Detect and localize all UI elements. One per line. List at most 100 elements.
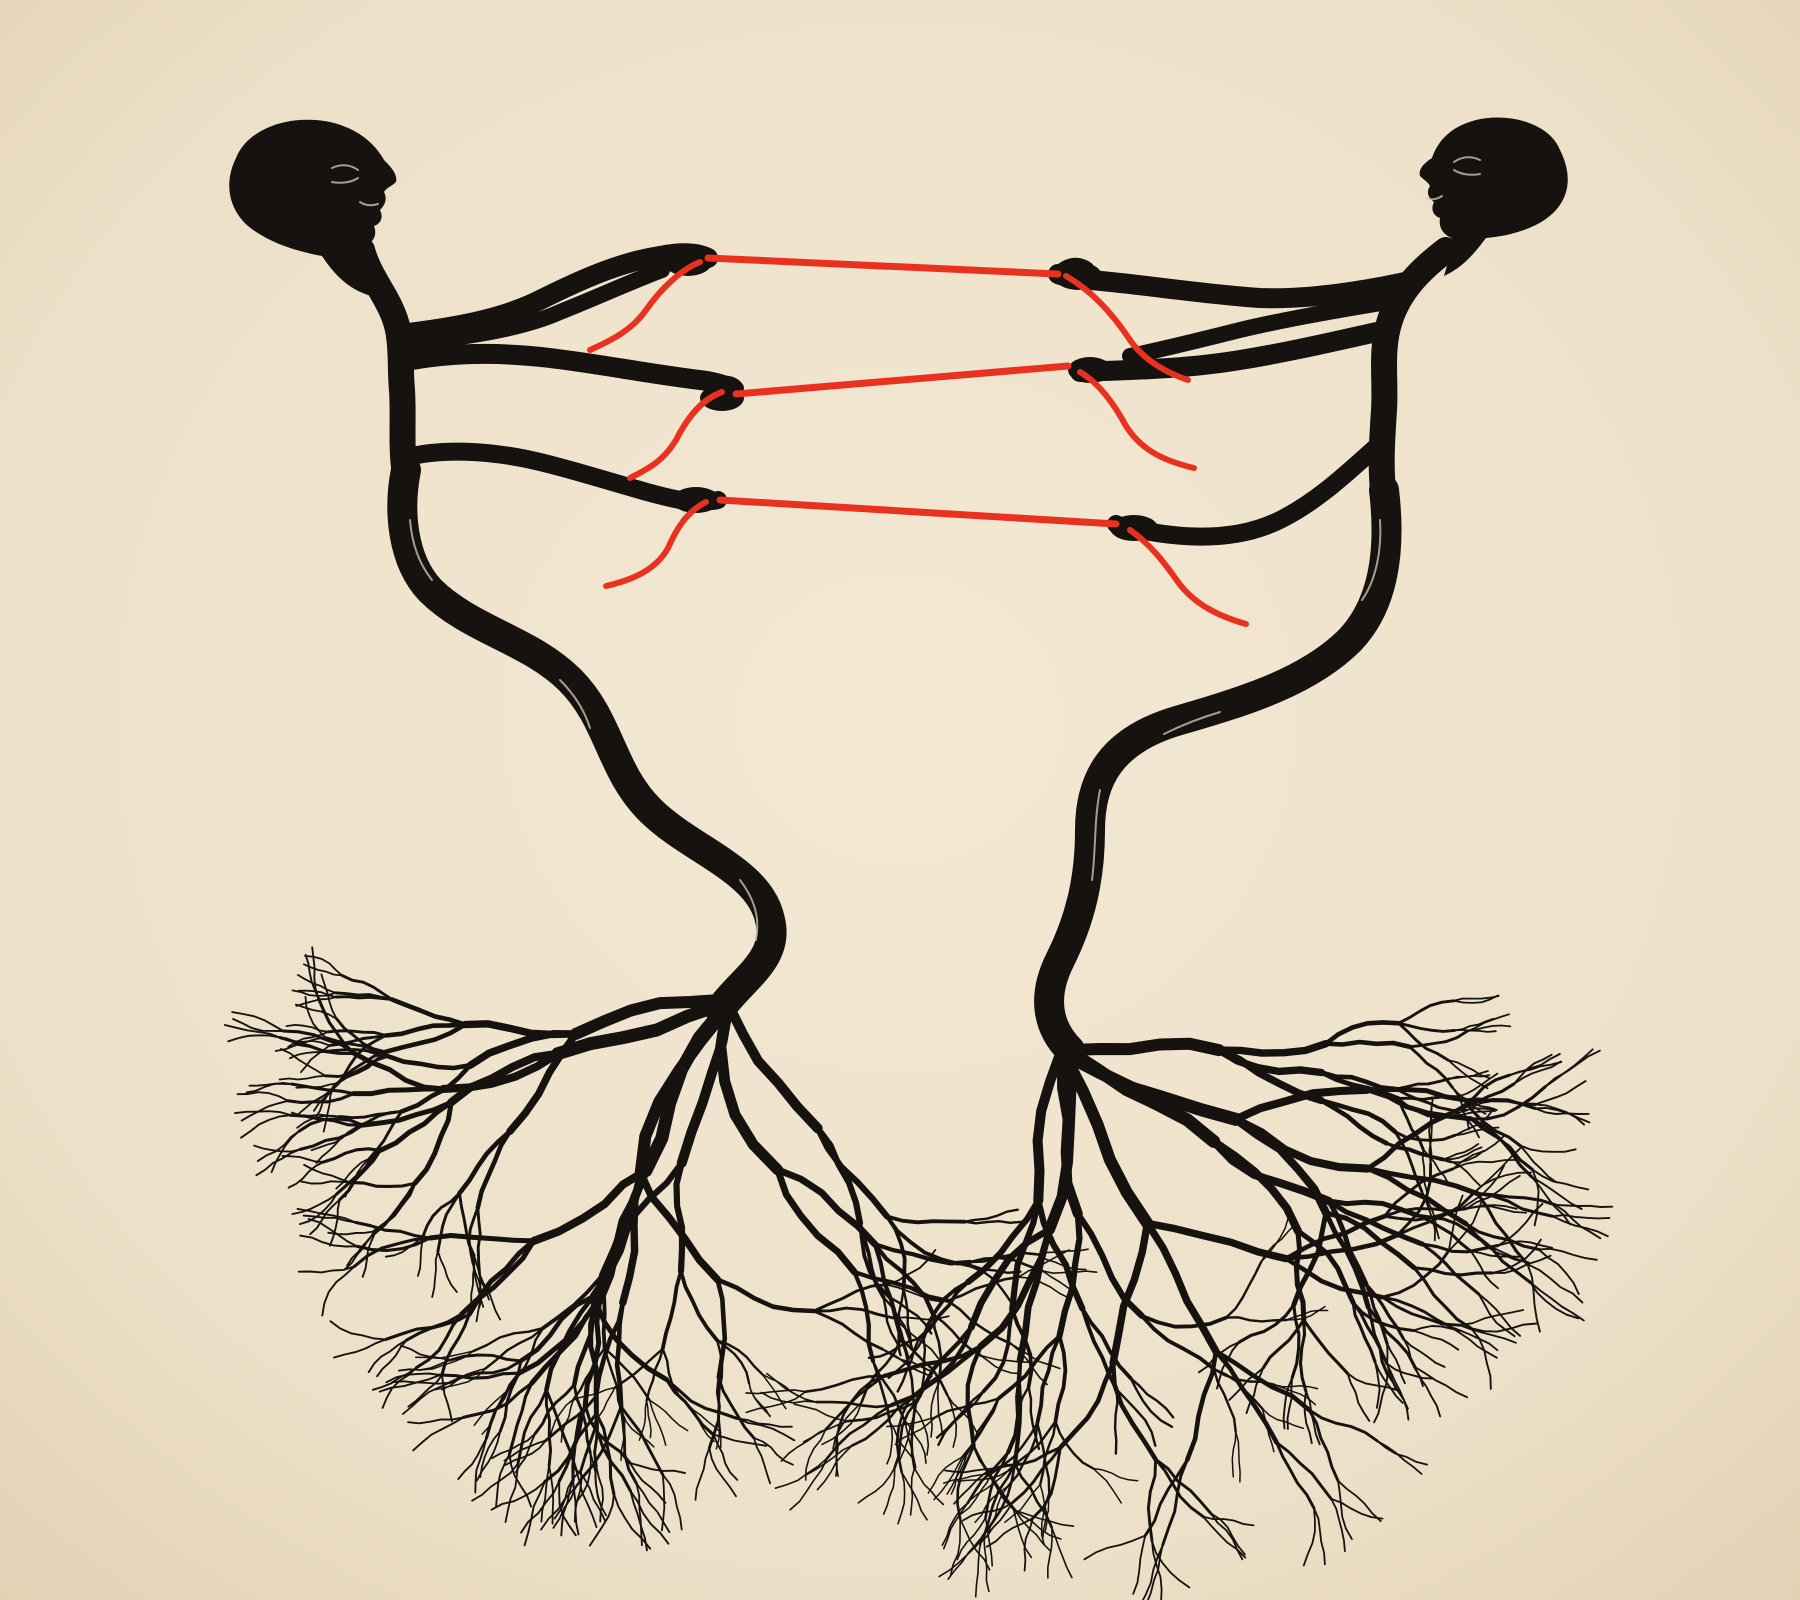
root-branch bbox=[619, 1405, 665, 1477]
root-branch bbox=[1132, 1534, 1147, 1595]
root-branch bbox=[1544, 1049, 1601, 1088]
root-branch bbox=[1139, 1314, 1216, 1371]
root-branch bbox=[504, 1439, 547, 1466]
root-branch bbox=[378, 1374, 441, 1393]
red-threads bbox=[587, 254, 1249, 627]
root-branch bbox=[927, 1455, 964, 1494]
root-branch bbox=[320, 973, 338, 1020]
root-branch bbox=[968, 1251, 1039, 1264]
root-branch bbox=[1397, 1021, 1456, 1033]
root-branch bbox=[383, 1022, 468, 1038]
root-branch bbox=[716, 1339, 764, 1376]
right-head bbox=[1419, 117, 1568, 276]
root-branch bbox=[1442, 1146, 1483, 1161]
root-branch bbox=[914, 1325, 974, 1404]
root-branch bbox=[227, 1034, 282, 1043]
root-branch bbox=[1323, 1020, 1401, 1046]
root-branch bbox=[1512, 1053, 1553, 1085]
root-branch bbox=[1283, 1256, 1385, 1300]
root-branch bbox=[279, 1048, 327, 1077]
root-branch bbox=[885, 1416, 937, 1428]
root-branch bbox=[712, 1433, 739, 1481]
thread-bottom bbox=[716, 496, 1120, 528]
root-branch bbox=[300, 1044, 331, 1074]
root-branch bbox=[969, 1469, 1010, 1501]
root-branch bbox=[1337, 1479, 1382, 1523]
root-branch bbox=[245, 1081, 294, 1094]
root-branch bbox=[1318, 1098, 1389, 1146]
root-branch bbox=[725, 1003, 823, 1134]
root-branch bbox=[953, 1467, 995, 1505]
root-branch bbox=[648, 1399, 667, 1446]
root-branch bbox=[299, 1234, 358, 1248]
root-branch bbox=[620, 1412, 626, 1462]
root-branch bbox=[900, 1471, 928, 1521]
root-branch bbox=[236, 1091, 289, 1102]
root-branch bbox=[355, 1236, 432, 1253]
root-branch bbox=[592, 1386, 616, 1425]
root-branch bbox=[340, 973, 394, 1001]
root-branch bbox=[664, 1377, 739, 1420]
root-branch bbox=[1459, 1204, 1518, 1210]
root-branch bbox=[885, 1214, 967, 1225]
thread-middle bbox=[732, 362, 1072, 398]
root-branch bbox=[1380, 1249, 1451, 1299]
root-branch bbox=[1364, 1087, 1474, 1122]
root-branch bbox=[1061, 1049, 1243, 1126]
root-branch bbox=[935, 1390, 985, 1439]
root-branch bbox=[1307, 1408, 1379, 1443]
root-branch bbox=[1469, 1085, 1547, 1121]
root-branch bbox=[447, 1049, 562, 1107]
root-branch bbox=[1534, 1107, 1590, 1115]
root-branch bbox=[1027, 1385, 1041, 1451]
root-branch bbox=[296, 974, 337, 994]
root-branch bbox=[1143, 1458, 1189, 1538]
root-branch bbox=[1151, 1540, 1191, 1589]
root-branch bbox=[1212, 1367, 1276, 1386]
root-branch bbox=[1298, 1318, 1308, 1394]
root-branch bbox=[1291, 1210, 1329, 1308]
root-branch bbox=[1421, 1148, 1428, 1193]
root-branch bbox=[389, 997, 468, 1027]
root-branch bbox=[1452, 1159, 1519, 1170]
root-branch bbox=[291, 1193, 338, 1215]
root-branch bbox=[360, 1099, 454, 1128]
root-branch bbox=[753, 1437, 794, 1466]
root-branch bbox=[858, 1221, 892, 1299]
root-branch bbox=[603, 1347, 624, 1415]
root-branch bbox=[470, 1254, 476, 1305]
root-branch bbox=[234, 1110, 292, 1117]
root-branch bbox=[897, 1471, 906, 1525]
root-branch bbox=[956, 1262, 1022, 1274]
root-branch bbox=[520, 1480, 561, 1534]
root-branch bbox=[329, 1320, 387, 1341]
root-branch bbox=[1519, 1144, 1558, 1184]
root-branch bbox=[287, 1161, 325, 1189]
root-branch bbox=[508, 1452, 533, 1508]
root-branch bbox=[919, 1336, 927, 1398]
root-branch bbox=[1302, 1318, 1350, 1375]
root-branch bbox=[1534, 1107, 1591, 1124]
root-branch bbox=[1154, 1457, 1213, 1516]
root-branch bbox=[694, 1447, 711, 1501]
root-branch bbox=[637, 1169, 722, 1284]
root-branch bbox=[1014, 1509, 1075, 1527]
root-branch bbox=[333, 991, 394, 1001]
root-branch bbox=[503, 1439, 547, 1462]
root-branch bbox=[1412, 1266, 1494, 1277]
root-branch bbox=[474, 1437, 488, 1494]
root-branch bbox=[1519, 1144, 1577, 1153]
root-branch bbox=[1202, 1515, 1255, 1527]
root-branch bbox=[629, 1462, 667, 1504]
root-branch bbox=[966, 1450, 1010, 1505]
root-branch bbox=[1036, 1422, 1051, 1493]
root-branch bbox=[1380, 1295, 1452, 1329]
root-branch bbox=[484, 1326, 545, 1370]
root-branch bbox=[1534, 1080, 1587, 1106]
root-branch bbox=[353, 1220, 432, 1240]
root-branch bbox=[887, 1336, 925, 1380]
root-branch bbox=[745, 1389, 807, 1395]
root-branch bbox=[551, 998, 727, 1061]
root-branch bbox=[518, 1293, 596, 1364]
root-branch bbox=[1465, 1174, 1521, 1210]
